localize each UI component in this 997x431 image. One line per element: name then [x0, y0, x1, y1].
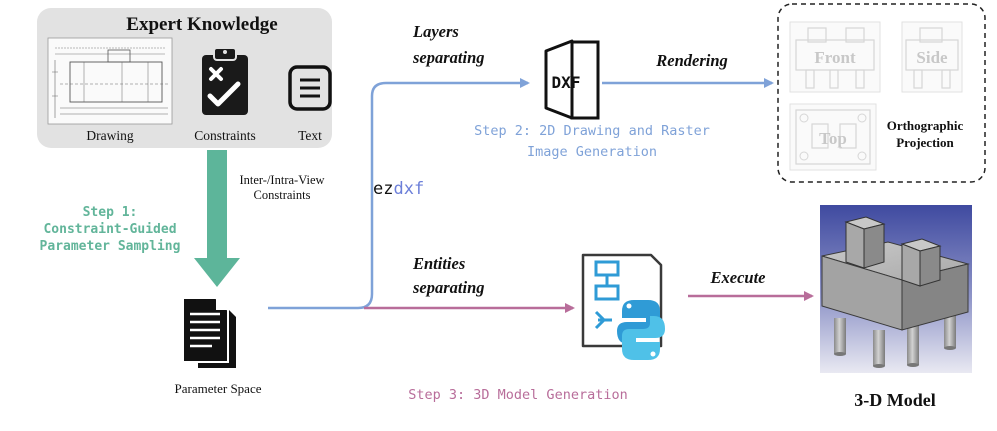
entities-separating-line1: Entities [412, 254, 465, 273]
blueprint-drawing-icon [47, 37, 173, 125]
constraints-arrow-label: Constraints [254, 188, 311, 202]
front-view-image: Front [789, 21, 881, 93]
drawing-label: Drawing [86, 128, 133, 143]
step3-label: Step 3: 3D Model Generation [408, 387, 627, 403]
step2-title: Step 2: 2D Drawing and Raster [474, 123, 710, 139]
constraint-down-arrow [194, 150, 240, 287]
expert-knowledge-title: Expert Knowledge [126, 14, 277, 35]
step1-subtitle-2: Parameter Sampling [40, 239, 181, 254]
step1-subtitle-1: Constraint-Guided [43, 222, 176, 237]
blue-connector [268, 78, 530, 310]
step2-subtitle: Image Generation [527, 144, 657, 160]
orthographic-caption-1: Orthographic [887, 118, 964, 133]
ezdxf-logo: ezdxf [373, 179, 424, 199]
3d-model-label: 3-D Model [854, 390, 935, 410]
text-document-icon [288, 65, 332, 111]
expert-knowledge-panel: Expert Knowledge Drawing Co [37, 8, 332, 148]
side-view-image: Side [901, 21, 963, 93]
execute-label: Execute [710, 268, 766, 287]
layers-separating-line2: separating [412, 48, 485, 67]
parameter-space-label: Parameter Space [175, 381, 262, 396]
rendering-label: Rendering [655, 51, 728, 70]
orthographic-projection-panel: Front Side Top Orthographic Projection [777, 3, 986, 183]
documents-stack-icon [182, 297, 236, 368]
constraints-label: Constraints [194, 128, 256, 143]
dxf-file-icon: DXF [544, 39, 600, 120]
top-view-image: Top [789, 103, 877, 171]
clipboard-check-icon [202, 47, 248, 115]
side-view-label: Side [916, 48, 948, 67]
orthographic-caption-2: Projection [896, 135, 954, 150]
step1-title: Step 1: [83, 205, 138, 220]
top-view-label: Top [819, 129, 847, 148]
front-view-label: Front [814, 48, 856, 67]
text-label: Text [298, 128, 322, 143]
entities-separating-line2: separating [412, 278, 485, 297]
inter-intra-view-label: Inter-/Intra-View [239, 173, 324, 187]
svg-text:DXF: DXF [552, 73, 581, 92]
3d-model-render [820, 205, 972, 373]
python-script-icon [581, 253, 665, 360]
layers-separating-line1: Layers [412, 22, 459, 41]
